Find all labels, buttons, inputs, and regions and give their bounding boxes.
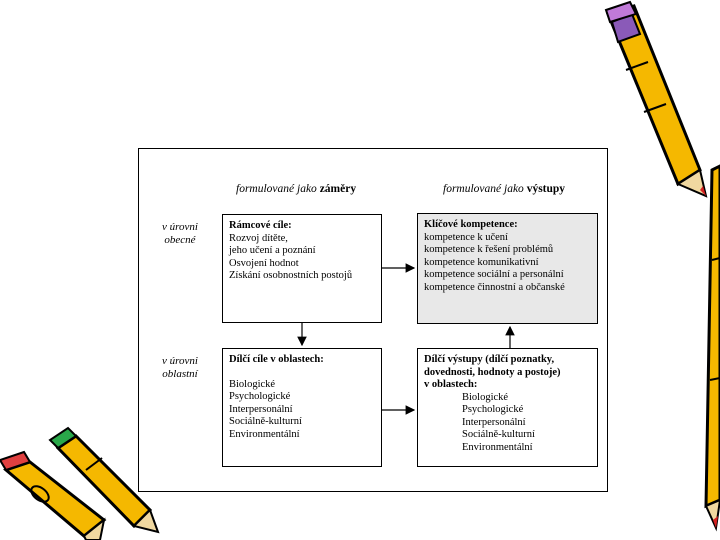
framework-goals-line: jeho učení a poznání	[229, 245, 316, 256]
header-intentions-prefix: formulované jako	[236, 183, 317, 195]
pencil-icon	[0, 450, 107, 540]
framework-goals-line: Rozvoj dítěte,	[229, 232, 288, 244]
partial-goals-line: Biologické	[229, 378, 276, 390]
partial-outputs-title: Dílčí výstupy (dílčí poznatky,	[424, 354, 555, 365]
partial-goals-line: Interpersonální	[229, 403, 293, 415]
key-competences-line: kompetence sociální a personální	[424, 269, 564, 280]
pencil-icon	[604, 0, 708, 198]
partial-goals-line: Environmentální	[229, 428, 300, 440]
row-label-general-line1: v úrovni	[162, 221, 198, 233]
key-competences-title: Klíčové kompetence:	[424, 219, 518, 230]
partial-outputs-line: Sociálně-kulturní	[462, 429, 535, 440]
framework-goals-title: Rámcové cíle:	[229, 220, 292, 231]
diagram-frame	[138, 148, 608, 492]
box-partial-goals: Dílčí cíle v oblastech: Biologické Psych…	[222, 348, 382, 467]
row-label-general-line2: obecné	[164, 234, 196, 246]
key-competences-line: kompetence činnostní a občanské	[424, 281, 565, 293]
partial-outputs-line: Interpersonální	[462, 416, 526, 428]
header-intentions: formulované jako záměry	[236, 183, 356, 195]
partial-outputs-title: v oblastech:	[424, 379, 478, 390]
header-intentions-bold: záměry	[319, 183, 357, 195]
partial-outputs-line: Psychologické	[462, 404, 524, 415]
key-competences-line: kompetence komunikativní	[424, 256, 539, 268]
row-label-area-line2: oblastní	[162, 368, 198, 380]
pencil-icon	[704, 164, 720, 532]
partial-outputs-line: Biologické	[462, 391, 509, 403]
key-competences-line: kompetence k učení	[424, 231, 508, 243]
framework-goals-line: Osvojení hodnot	[229, 257, 299, 269]
partial-goals-line: Sociálně-kulturní	[229, 416, 302, 427]
header-outputs: formulované jako výstupy	[443, 183, 565, 195]
box-framework-goals: Rámcové cíle: Rozvoj dítěte, jeho učení …	[222, 214, 382, 323]
key-competences-line: kompetence k řešení problémů	[424, 244, 554, 255]
partial-goals-line: Psychologické	[229, 391, 291, 402]
partial-outputs-line: Environmentální	[462, 441, 533, 453]
row-label-area: v úrovni oblastní	[150, 355, 210, 381]
header-outputs-bold: výstupy	[526, 183, 566, 195]
framework-goals-line: Získání osobnostních postojů	[229, 270, 353, 281]
row-label-area-line1: v úrovni	[162, 355, 198, 367]
box-partial-outputs: Dílčí výstupy (dílčí poznatky, dovednost…	[417, 348, 598, 467]
row-label-general: v úrovni obecné	[150, 221, 210, 247]
pencil-icon	[48, 426, 160, 534]
header-outputs-prefix: formulované jako	[443, 183, 524, 195]
box-key-competences: Klíčové kompetence: kompetence k učení k…	[417, 213, 598, 324]
partial-outputs-title: dovednosti, hodnoty a postoje)	[424, 366, 561, 378]
partial-goals-title: Dílčí cíle v oblastech:	[229, 354, 324, 365]
